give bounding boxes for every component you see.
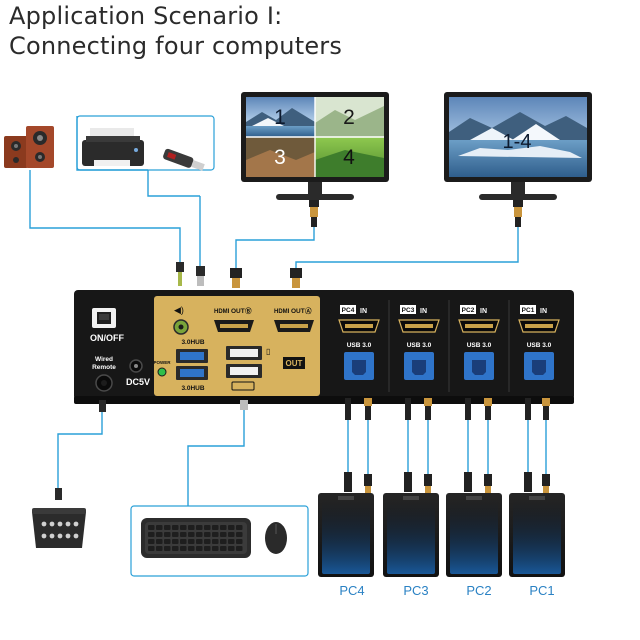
hdmi-icon-b: HDMI <box>214 309 230 315</box>
cable-monitor-2 <box>295 226 519 276</box>
wired-remote-label-1: Wired <box>95 356 113 363</box>
pc-towers <box>318 493 565 577</box>
on-off-label: ON/OFF <box>90 333 124 343</box>
pc1-port-label: PC1 <box>522 307 535 314</box>
out-a-label: OUT <box>291 308 305 315</box>
mouse-icon: ▯ <box>266 347 270 356</box>
pc-cable-pair-2 <box>464 398 492 494</box>
title-line-1: Application Scenario I: <box>9 2 283 30</box>
dc-label: DC5V <box>126 377 150 387</box>
cables <box>29 116 519 506</box>
quadrant-2-label: 2 <box>343 106 355 129</box>
svg-text:Ⓑ: Ⓑ <box>245 306 252 315</box>
speakers-icon <box>4 126 54 168</box>
pc4-label: PC4 <box>339 583 364 598</box>
monitor-2-label: 1-4 <box>503 131 532 153</box>
pc-tower-3 <box>383 493 439 577</box>
title-line-2: Connecting four computers <box>9 32 343 60</box>
input-pc1: PC1 IN USB 3.0 <box>518 305 560 380</box>
top-connectors <box>176 262 302 288</box>
pc2-usb-label: USB 3.0 <box>467 342 492 349</box>
monitor-quad: 1 2 3 4 <box>241 92 389 227</box>
wired-remote-icon <box>32 488 86 548</box>
pc1-label: PC1 <box>529 583 554 598</box>
power-label: POWER <box>153 360 171 365</box>
svg-text:Ⓐ: Ⓐ <box>305 306 312 315</box>
quadrant-3-label: 3 <box>274 146 286 169</box>
cable-monitor-1 <box>235 226 315 276</box>
keyboard-icon <box>231 381 255 391</box>
hub-left-top-label: 3.0HUB <box>181 339 204 346</box>
pc3-usb-label: USB 3.0 <box>407 342 432 349</box>
wired-remote-label-2: Remote <box>92 364 116 371</box>
pc4-port-label: PC4 <box>342 307 355 314</box>
usb-drive-icon <box>163 148 205 171</box>
pc-tower-2 <box>446 493 502 577</box>
out-label: OUT <box>286 359 303 368</box>
peripheral-box <box>76 115 215 171</box>
hdmi-icon-a: HDMI <box>274 309 290 315</box>
pc-tower-1 <box>509 493 565 577</box>
input-pc4: PC4 IN USB 3.0 <box>338 305 380 380</box>
input-pc3: PC3 IN USB 3.0 <box>398 305 440 380</box>
pc2-port-label: PC2 <box>462 307 475 314</box>
pc-tower-4 <box>318 493 374 577</box>
pc2-label: PC2 <box>466 583 491 598</box>
power-led <box>157 367 167 377</box>
mouse-icon-device <box>265 522 287 554</box>
quadrant-1-label: 1 <box>274 106 286 129</box>
pc2-in-label: IN <box>480 308 487 315</box>
pc-cable-pair-3 <box>404 398 432 494</box>
pc-cable-pair-1 <box>524 398 550 494</box>
pc3-label: PC3 <box>403 583 428 598</box>
keyboard-box <box>130 505 309 577</box>
pc3-in-label: IN <box>420 308 427 315</box>
out-b-label: OUT <box>231 308 245 315</box>
printer-icon <box>82 128 144 166</box>
pc4-in-label: IN <box>360 308 367 315</box>
pc3-port-label: PC3 <box>402 307 415 314</box>
speaker-icon: ◀) <box>174 305 184 315</box>
cable-speaker <box>29 170 181 262</box>
pc1-usb-label: USB 3.0 <box>527 342 552 349</box>
monitor-full: 1-4 <box>444 92 592 227</box>
pc4-usb-label: USB 3.0 <box>347 342 372 349</box>
pc-cable-pair-4 <box>344 398 372 494</box>
quadrant-4-label: 4 <box>343 146 355 169</box>
input-pc2: PC2 IN USB 3.0 <box>458 305 500 380</box>
pc1-in-label: IN <box>540 308 547 315</box>
keyboard-icon-device <box>141 518 251 558</box>
cable-remote <box>57 412 103 490</box>
hub-left-bottom-label: 3.0HUB <box>181 385 204 392</box>
bottom-connectors <box>99 400 248 412</box>
pc-cables <box>344 398 550 494</box>
cable-keyboard-mouse <box>187 410 245 506</box>
kvm-switch: ON/OFF Wired Remote DC5V ◀) 3.0HUB POWER <box>74 290 574 404</box>
